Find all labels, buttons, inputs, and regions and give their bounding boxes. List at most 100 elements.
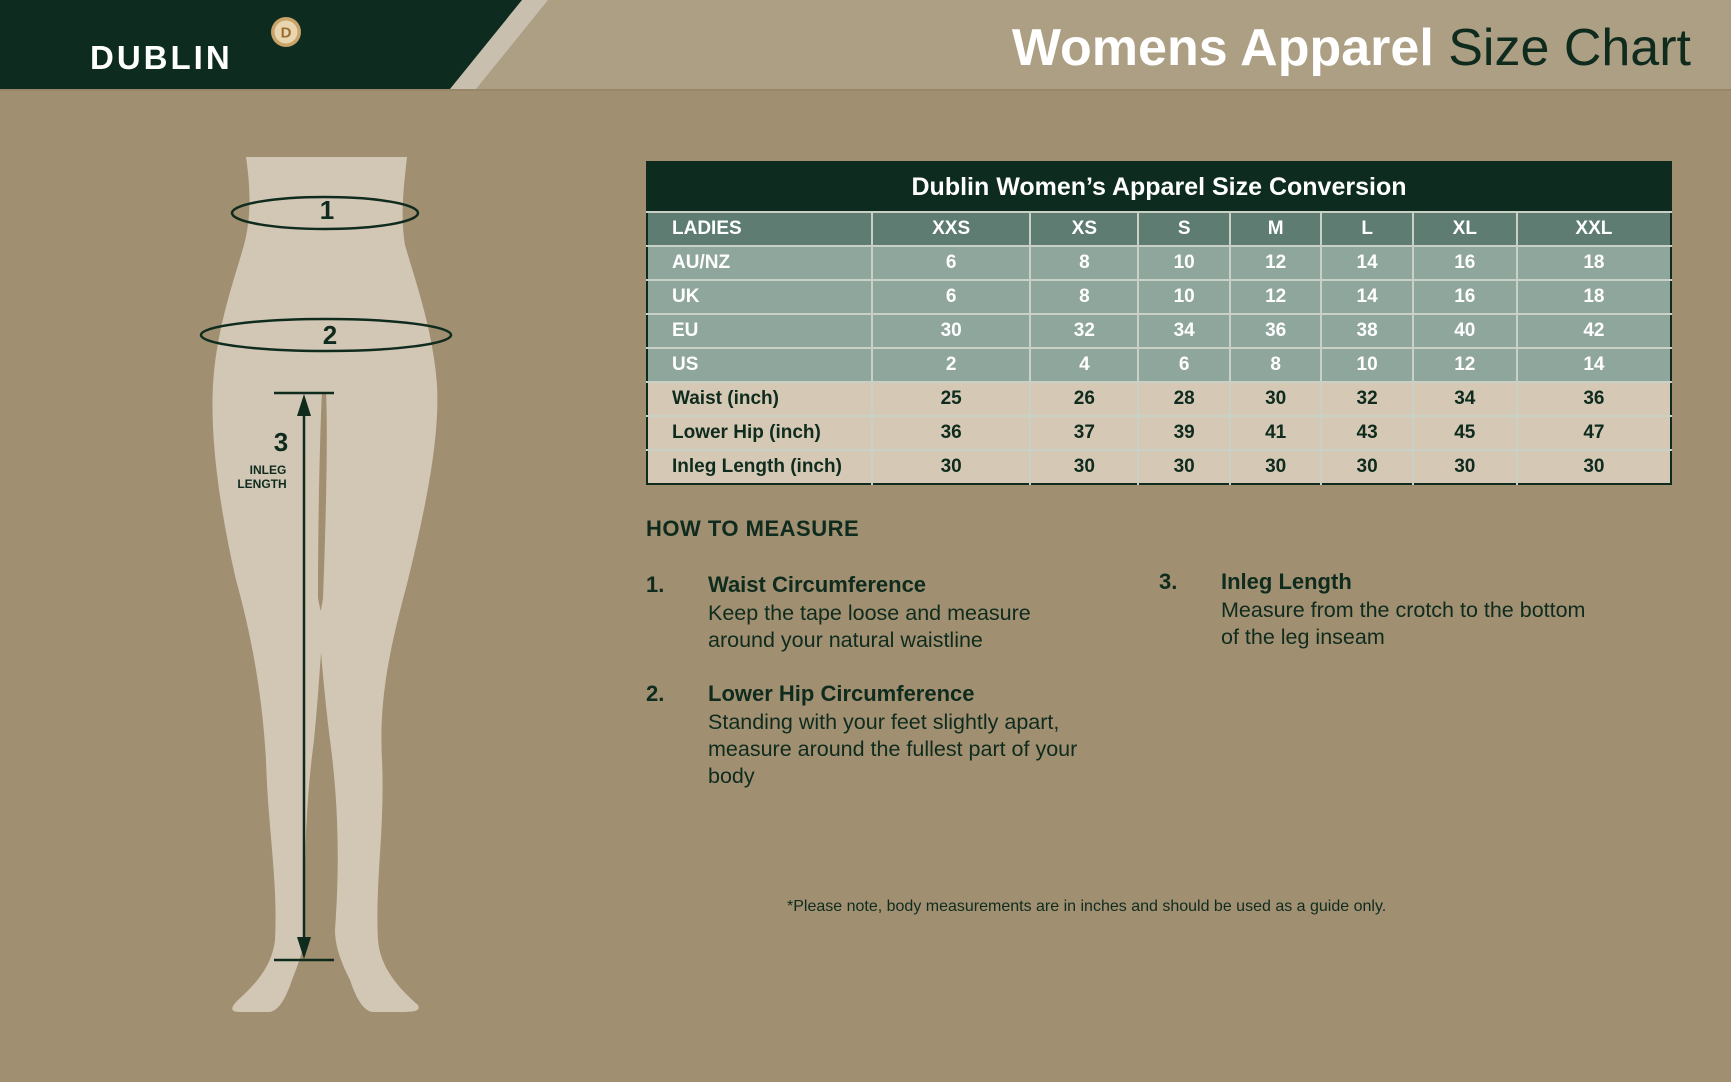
step-description: Keep the tape loose and measure around y… (708, 601, 1031, 652)
brand-mark-icon: D (271, 17, 301, 47)
table-row: Waist (inch) 25 26 28 30 32 34 36 (647, 381, 1671, 416)
table-cell: 14 (1320, 279, 1413, 314)
table-cell: 6 (1137, 347, 1230, 382)
header-divider (0, 89, 1731, 91)
step-description: Standing with your feet slightly apart, … (708, 710, 1078, 788)
table-cell: 30 (1320, 449, 1413, 484)
table-row: US 2 4 6 8 10 12 14 (647, 347, 1671, 382)
table-cell: 8 (1029, 245, 1139, 280)
step-title: Lower Hip Circumference (708, 681, 975, 706)
table-cell: 30 (1515, 449, 1671, 484)
row-label: Waist (inch) (647, 381, 872, 416)
table-row: Inleg Length (inch) 30 30 30 30 30 30 30 (647, 449, 1671, 484)
step-number: 1. (646, 572, 665, 597)
header-cell-xxl: XXL (1515, 211, 1671, 246)
table-cell: 14 (1320, 245, 1413, 280)
table-cell: 16 (1411, 245, 1517, 280)
measurement-note: *Please note, body measurements are in i… (787, 898, 1387, 915)
header-cell-xl: XL (1411, 211, 1517, 246)
table-cell: 12 (1228, 245, 1322, 280)
table-cell: 12 (1228, 279, 1322, 314)
row-label: US (647, 347, 872, 382)
table-cell: 41 (1228, 415, 1322, 450)
table-cell: 18 (1515, 279, 1671, 314)
table-cell: 12 (1411, 347, 1517, 382)
page-title: Womens Apparel Size Chart (1012, 18, 1691, 78)
table-cell: 30 (1228, 381, 1322, 416)
step-title: Waist Circumference (708, 572, 927, 597)
table-cell: 30 (870, 449, 1031, 484)
table-cell: 18 (1515, 245, 1671, 280)
step-number: 2. (646, 681, 665, 706)
table-row: UK 6 8 10 12 14 16 18 (647, 279, 1671, 314)
table-cell: 34 (1411, 381, 1517, 416)
table-cell: 37 (1029, 415, 1139, 450)
hip-marker-label: 2 (323, 320, 337, 350)
table-cell: 47 (1515, 415, 1671, 450)
table-cell: 4 (1029, 347, 1139, 382)
logo-band (0, 0, 548, 89)
table-cell: 40 (1411, 313, 1517, 348)
step-description: Measure from the crotch to the bottom of… (1221, 598, 1586, 649)
size-conversion-table: Dublin Women’s Apparel Size Conversion L… (646, 161, 1672, 485)
row-label: Lower Hip (inch) (647, 415, 872, 450)
table-cell: 8 (1029, 279, 1139, 314)
table-title: Dublin Women’s Apparel Size Conversion (647, 162, 1671, 212)
how-to-measure-heading: HOW TO MEASURE (646, 516, 860, 541)
row-label: Inleg Length (inch) (647, 449, 872, 484)
table-cell: 30 (1411, 449, 1517, 484)
table-cell: 14 (1515, 347, 1671, 382)
body-measurement-figure: 1 2 3 INLEG LENGTH (199, 157, 453, 1012)
table-cell: 25 (870, 381, 1031, 416)
header-cell-m: M (1228, 211, 1322, 246)
inleg-caption-line1: INLEG (250, 463, 287, 477)
table-cell: 10 (1137, 245, 1230, 280)
table-cell: 10 (1320, 347, 1413, 382)
header-cell-l: L (1320, 211, 1413, 246)
waist-measure-loop (230, 195, 420, 231)
inleg-arrow-down-icon (297, 937, 311, 959)
table-cell: 38 (1320, 313, 1413, 348)
header-cell-ladies: LADIES (647, 211, 872, 246)
table-cell: 16 (1411, 279, 1517, 314)
table-cell: 45 (1411, 415, 1517, 450)
table-cell: 30 (870, 313, 1031, 348)
page-title-light: Size Chart (1448, 19, 1691, 77)
table-cell: 26 (1029, 381, 1139, 416)
table-cell: 8 (1228, 347, 1322, 382)
table-cell: 36 (870, 415, 1031, 450)
table-row: Lower Hip (inch) 36 37 39 41 43 45 47 (647, 415, 1671, 450)
inleg-arrow-up-icon (297, 394, 311, 416)
step-title: Inleg Length (1221, 569, 1352, 594)
table-cell: 32 (1320, 381, 1413, 416)
table-cell: 42 (1515, 313, 1671, 348)
table-cell: 43 (1320, 415, 1413, 450)
header-cell-s: S (1137, 211, 1230, 246)
table-cell: 32 (1029, 313, 1139, 348)
page-title-bold: Womens Apparel (1011, 19, 1434, 77)
row-label: AU/NZ (647, 245, 872, 280)
table-cell: 36 (1515, 381, 1671, 416)
table-header-row: LADIES XXS XS S M L XL XXL (647, 211, 1671, 246)
table-row: AU/NZ 6 8 10 12 14 16 18 (647, 245, 1671, 280)
header-cell-xxs: XXS (870, 211, 1031, 246)
table-cell: 36 (1228, 313, 1322, 348)
inleg-marker-label: 3 (274, 427, 288, 457)
brand-mark-letter: D (281, 25, 292, 42)
figure-silhouette (212, 157, 438, 1012)
hip-measure-loop (199, 317, 453, 353)
step-number: 3. (1159, 569, 1178, 594)
table-cell: 28 (1137, 381, 1230, 416)
waist-marker-label: 1 (320, 195, 334, 225)
table-cell: 10 (1137, 279, 1230, 314)
brand-logo[interactable]: DUBLIN (90, 39, 233, 76)
table-cell: 30 (1029, 449, 1139, 484)
inleg-caption-line2: LENGTH (237, 477, 286, 491)
table-cell: 6 (870, 279, 1031, 314)
header-cell-xs: XS (1029, 211, 1139, 246)
row-label: UK (647, 279, 872, 314)
table-cell: 34 (1137, 313, 1230, 348)
row-label: EU (647, 313, 872, 348)
table-cell: 2 (870, 347, 1031, 382)
table-cell: 6 (870, 245, 1031, 280)
